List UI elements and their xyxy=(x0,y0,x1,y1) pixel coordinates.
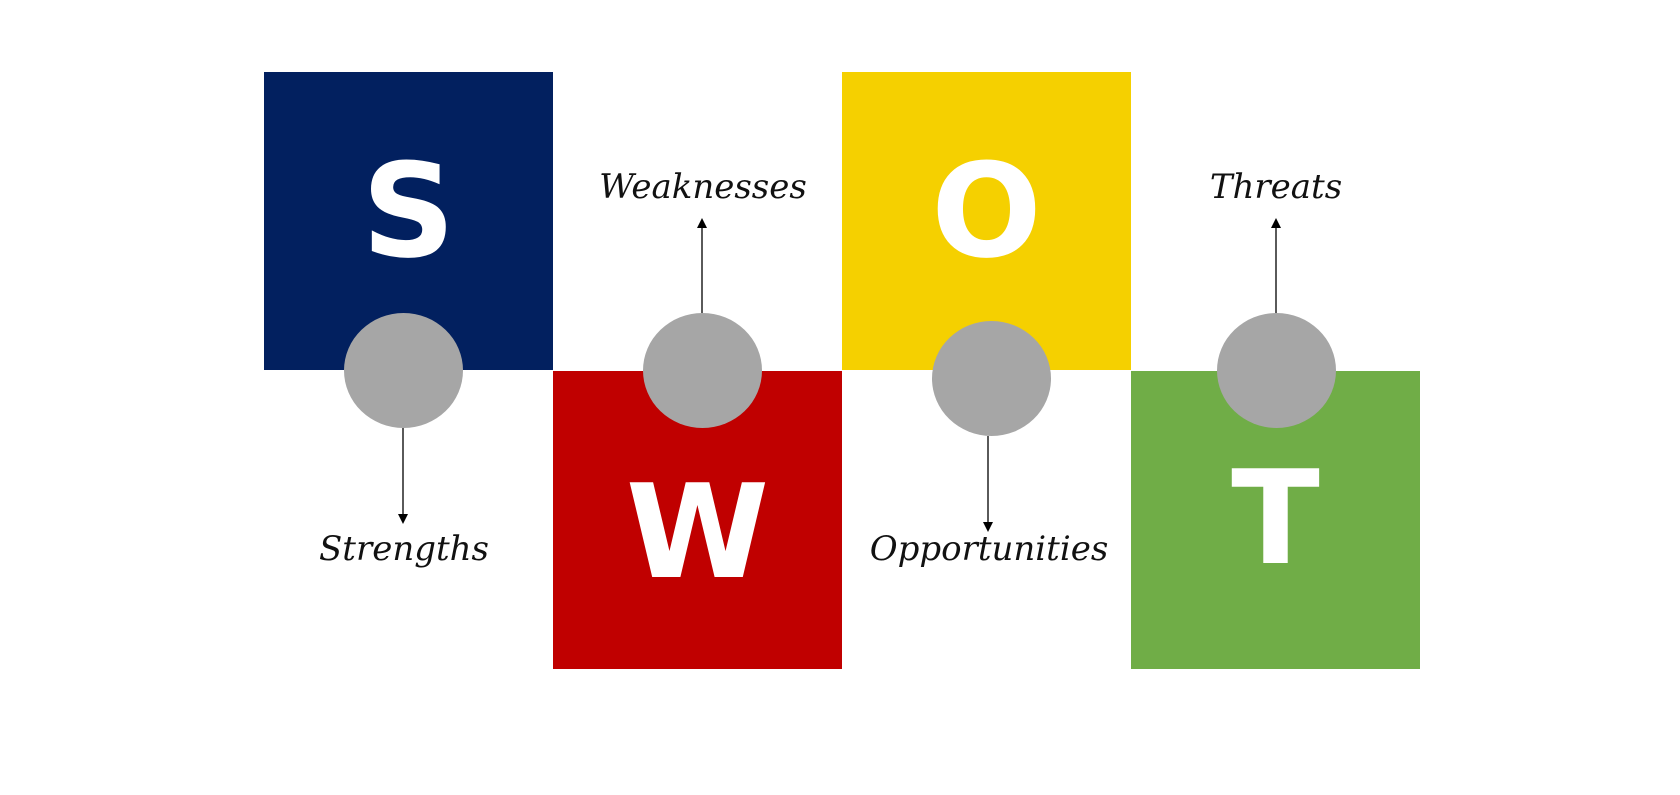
strengths-connector-circle xyxy=(344,313,463,428)
strengths-letter: S xyxy=(361,135,456,287)
opportunities-letter: O xyxy=(931,135,1042,287)
weaknesses-connector-circle xyxy=(643,313,762,428)
opportunities-tile: O xyxy=(842,72,1131,370)
threats-connector-circle xyxy=(1217,313,1336,428)
threats-tile: T xyxy=(1131,371,1420,669)
weaknesses-letter: W xyxy=(625,456,770,608)
opportunities-label: Opportunities xyxy=(869,529,1109,569)
weaknesses-tile: W xyxy=(553,371,842,669)
weaknesses-label: Weaknesses xyxy=(599,167,807,207)
opportunities-connector-circle xyxy=(932,321,1051,436)
threats-label: Threats xyxy=(1209,167,1343,207)
strengths-label: Strengths xyxy=(319,529,489,569)
threats-letter: T xyxy=(1231,442,1320,594)
